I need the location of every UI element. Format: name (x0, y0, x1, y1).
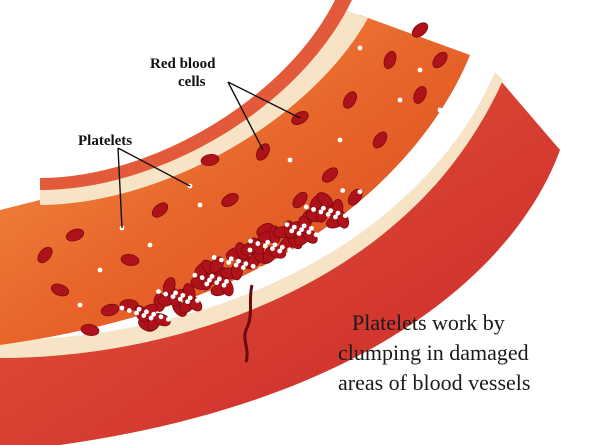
platelet (78, 303, 83, 308)
platelet (311, 207, 316, 212)
rbc-label-line2: cells (178, 74, 206, 90)
platelet (318, 238, 323, 243)
platelet (294, 250, 299, 255)
platelet (318, 210, 323, 215)
platelet (204, 282, 209, 287)
platelet (141, 313, 146, 318)
platelet (304, 205, 309, 210)
platelet (255, 241, 260, 246)
platelet (178, 297, 183, 302)
platelet (127, 308, 132, 313)
platelet (98, 268, 103, 273)
platelet (357, 189, 362, 194)
platelet (192, 273, 197, 278)
platelet (148, 243, 153, 248)
platelet (343, 213, 348, 218)
platelet (226, 260, 231, 265)
platelet (289, 228, 294, 233)
platelet (234, 263, 239, 268)
platelet (163, 292, 168, 297)
platelet (418, 68, 423, 73)
platelet (338, 138, 343, 143)
platelet (219, 258, 224, 263)
platelet (195, 298, 200, 303)
platelet (314, 232, 319, 237)
platelet (383, 198, 388, 203)
platelet (306, 230, 311, 235)
platelet (185, 299, 190, 304)
caption-line2: clumping in damaged (338, 340, 529, 365)
platelet (358, 46, 363, 51)
platelet (340, 188, 345, 193)
platelet (263, 244, 268, 249)
platelet (251, 264, 256, 269)
platelet (222, 283, 227, 288)
platelet (198, 203, 203, 208)
platelet (270, 246, 275, 251)
platelet (438, 108, 443, 113)
platelet (171, 294, 176, 299)
platelet (134, 311, 139, 316)
caption-line1: Platelets work by (352, 310, 505, 335)
platelet (277, 249, 282, 254)
platelet (212, 255, 217, 260)
platelet (248, 239, 253, 244)
platelet (288, 158, 293, 163)
platelet (159, 314, 164, 319)
platelet (326, 212, 331, 217)
platelet (297, 231, 302, 236)
platelet (285, 222, 290, 227)
platelet (166, 317, 171, 322)
platelet (248, 248, 253, 253)
platelet (200, 275, 205, 280)
platelet (120, 306, 125, 311)
platelet (333, 215, 338, 220)
platelet (241, 265, 246, 270)
platelet (258, 266, 263, 271)
platelet (202, 300, 207, 305)
platelet (214, 280, 219, 285)
caption-line3: areas of blood vessels (338, 370, 530, 395)
platelet (156, 289, 161, 294)
platelets-label: Platelets (78, 133, 132, 149)
platelet (287, 247, 292, 252)
platelet (350, 216, 355, 221)
platelet (398, 98, 403, 103)
platelet (149, 316, 154, 321)
rbc-label-line1: Red blood (150, 56, 216, 72)
